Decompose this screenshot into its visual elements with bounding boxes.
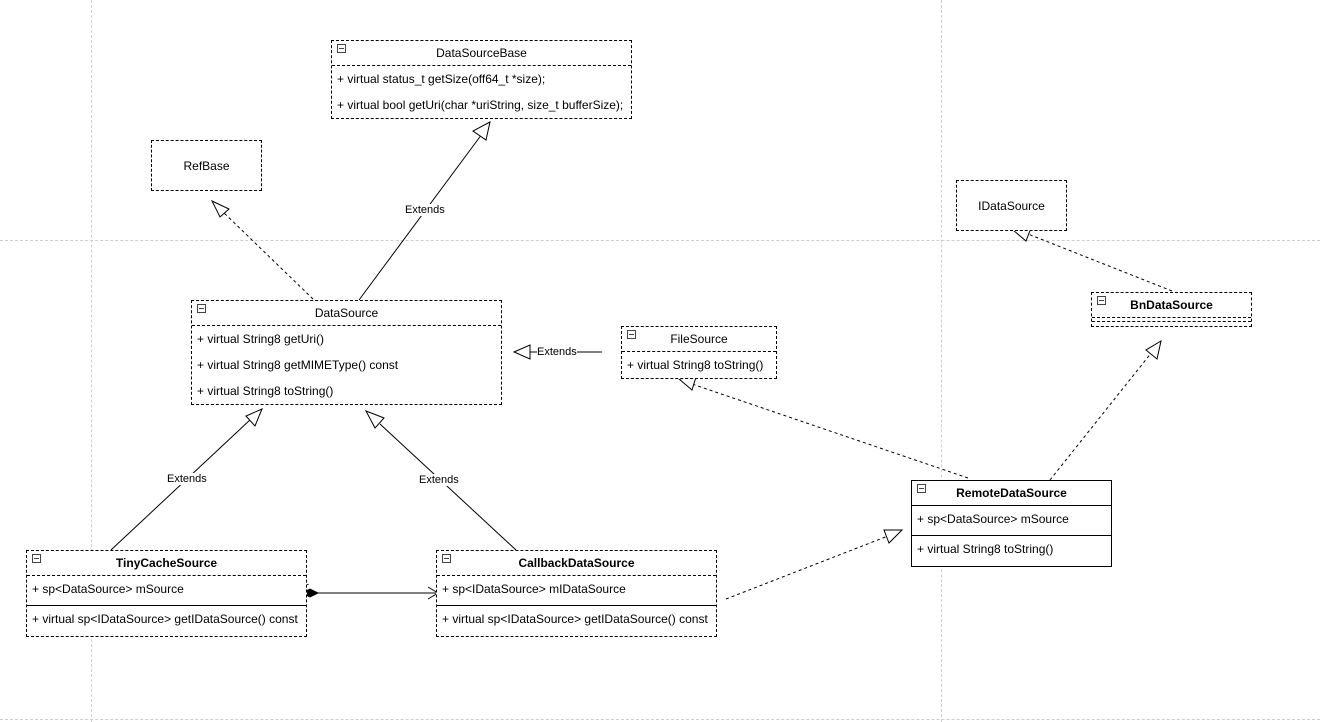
edge-label-extends: Extends [167,473,207,485]
class-header: CallbackDataSource [437,551,716,576]
edge-remote-to-bndatasource[interactable] [1049,351,1153,481]
class-attribute[interactable]: + sp<IDataSource> mIDataSource [442,582,626,596]
hollow-arrowhead [245,408,263,427]
collapse-toggle-icon[interactable] [337,44,346,53]
compartment-divider [1092,321,1251,322]
hollow-arrowhead [472,121,491,141]
edge-remote-to-filesource[interactable] [691,383,969,479]
class-member[interactable]: + virtual status_t getSize(off64_t *size… [337,72,546,86]
compartment-divider [27,605,306,606]
class-name: BnDataSource [1130,298,1213,312]
class-name: CallbackDataSource [518,556,635,570]
class-member[interactable]: + virtual String8 toString() [197,384,334,398]
compartment-divider [912,535,1111,536]
class-method[interactable]: + virtual sp<IDataSource> getIDataSource… [32,612,298,626]
class-name: FileSource [670,332,728,346]
edge-label-extends: Extends [405,204,445,216]
class-name: DataSourceBase [436,46,527,60]
collapse-toggle-icon[interactable] [627,330,636,339]
class-attribute[interactable]: + sp<DataSource> mSource [32,582,184,596]
class-idatasource[interactable]: IDataSource [956,180,1067,231]
edge-callback-to-datasource[interactable] [379,423,517,551]
class-name: IDataSource [978,198,1045,213]
edge-label-extends: Extends [537,346,577,358]
class-member[interactable]: + virtual String8 getUri() [197,332,325,346]
page-guide-horizontal [0,240,1320,241]
class-name: DataSource [314,306,379,320]
class-header: RemoteDataSource [912,481,1111,506]
edge-label-extends: Extends [419,474,459,486]
page-guide-vertical [91,0,92,722]
class-member[interactable]: + virtual bool getUri(char *uriString, s… [337,98,624,112]
hollow-arrowhead [1145,339,1162,360]
collapse-toggle-icon[interactable] [197,304,206,313]
page-guide-vertical [941,0,942,722]
hollow-arrowhead [512,344,531,360]
page-guide-horizontal [0,719,1320,720]
class-remotedatasource[interactable]: RemoteDataSource + sp<DataSource> mSourc… [911,480,1112,567]
class-attribute[interactable]: + sp<DataSource> mSource [917,512,1069,526]
class-header: FileSource [622,327,776,352]
class-name: RemoteDataSource [956,486,1067,500]
class-header: DataSource [192,301,501,326]
class-bndatasource[interactable]: BnDataSource [1091,292,1252,327]
collapse-toggle-icon[interactable] [917,484,926,493]
class-member[interactable]: + virtual String8 toString() [627,358,764,372]
class-header: TinyCacheSource [27,551,306,576]
class-refbase[interactable]: RefBase [151,140,262,191]
collapse-toggle-icon[interactable] [32,554,41,563]
hollow-arrowhead [210,199,230,218]
class-filesource[interactable]: FileSource + virtual String8 toString() [621,326,777,379]
class-datasourcebase[interactable]: DataSourceBase + virtual status_t getSiz… [331,40,632,119]
class-callbackdatasource[interactable]: CallbackDataSource + sp<IDataSource> mID… [436,550,717,637]
class-header: BnDataSource [1092,293,1251,318]
hollow-arrowhead [883,529,904,544]
class-method[interactable]: + virtual String8 toString() [917,542,1054,556]
class-method[interactable]: + virtual sp<IDataSource> getIDataSource… [442,612,708,626]
edge-bndatasource-to-idatasource[interactable] [1027,233,1173,292]
class-datasource[interactable]: DataSource + virtual String8 getUri() + … [191,300,502,405]
class-name: TinyCacheSource [115,556,218,570]
edge-callback-to-remote[interactable] [725,535,889,600]
collapse-toggle-icon[interactable] [442,554,451,563]
class-name: RefBase [183,158,230,173]
edge-datasource-to-refbase[interactable] [220,209,314,300]
compartment-divider [437,605,716,606]
edge-datasource-to-datasourcebase[interactable] [358,133,483,301]
hollow-arrowhead [364,410,385,429]
class-member[interactable]: + virtual String8 getMIMEType() const [197,358,399,372]
class-header: DataSourceBase [332,41,631,66]
collapse-toggle-icon[interactable] [1097,296,1106,305]
class-tinycachesource[interactable]: TinyCacheSource + sp<DataSource> mSource… [26,550,307,637]
